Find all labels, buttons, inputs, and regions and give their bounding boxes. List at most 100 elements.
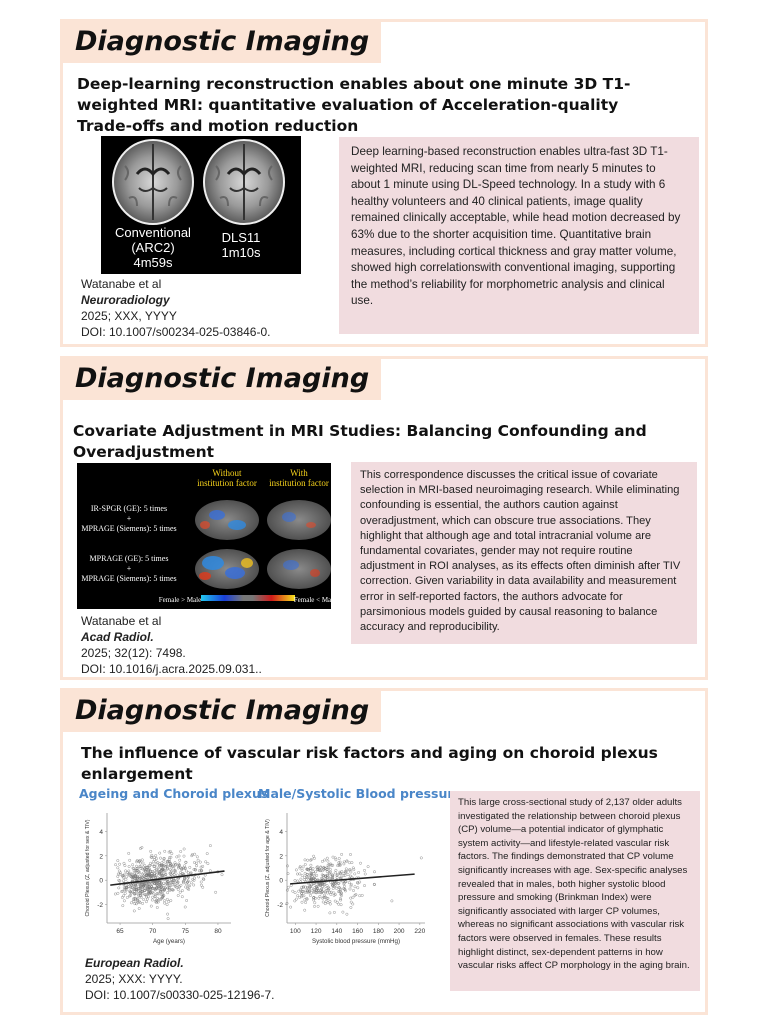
data-point bbox=[151, 870, 154, 874]
data-point bbox=[135, 899, 139, 903]
data-point bbox=[124, 877, 128, 881]
citation-issue: 2025; XXX: YYYY. bbox=[85, 972, 183, 986]
data-point bbox=[149, 870, 153, 873]
data-point bbox=[142, 898, 145, 901]
row1-label-1: IR-SPGR (GE): 5 times bbox=[91, 504, 167, 513]
data-point bbox=[298, 896, 301, 899]
article-abstract: This correspondence discusses the critic… bbox=[351, 462, 697, 644]
data-point bbox=[147, 864, 151, 868]
data-point bbox=[123, 872, 127, 876]
citation: Watanabe et al Acad Radiol. 2025; 32(12)… bbox=[81, 613, 262, 677]
data-point bbox=[286, 864, 289, 868]
data-point bbox=[326, 859, 330, 863]
data-point bbox=[220, 873, 224, 877]
data-point bbox=[144, 873, 148, 877]
data-point bbox=[325, 876, 329, 879]
data-point bbox=[188, 884, 192, 888]
data-point bbox=[300, 895, 303, 899]
data-point bbox=[202, 878, 206, 881]
data-point bbox=[339, 887, 343, 891]
data-point bbox=[150, 898, 154, 902]
data-point bbox=[319, 865, 323, 869]
data-point bbox=[325, 856, 329, 860]
data-point bbox=[154, 860, 158, 864]
data-point bbox=[303, 863, 307, 866]
data-point bbox=[352, 889, 355, 892]
citation-issue: 2025; 32(12): 7498. bbox=[81, 646, 186, 660]
data-point bbox=[197, 875, 201, 879]
data-point bbox=[337, 885, 341, 889]
data-point bbox=[173, 869, 177, 872]
data-point bbox=[337, 881, 341, 885]
citation-journal: European Radiol. bbox=[85, 956, 184, 970]
data-point bbox=[140, 890, 144, 894]
section-banner: Diagnostic Imaging bbox=[63, 22, 382, 63]
data-point bbox=[353, 885, 357, 889]
data-point bbox=[338, 871, 342, 875]
data-point bbox=[289, 905, 292, 909]
data-point bbox=[195, 861, 198, 865]
data-point bbox=[353, 872, 357, 876]
data-point bbox=[333, 884, 337, 888]
data-point bbox=[336, 882, 340, 886]
data-point bbox=[188, 866, 192, 869]
data-point bbox=[321, 877, 324, 881]
data-point bbox=[333, 871, 337, 875]
data-point bbox=[328, 890, 332, 894]
data-point bbox=[347, 881, 351, 885]
x-tick-label: 200 bbox=[394, 928, 405, 935]
data-point bbox=[162, 859, 166, 863]
data-point bbox=[137, 886, 140, 890]
data-point bbox=[114, 863, 117, 867]
data-point bbox=[303, 871, 307, 875]
data-point bbox=[329, 868, 332, 871]
data-point bbox=[331, 887, 335, 890]
data-point bbox=[310, 887, 314, 891]
data-point bbox=[314, 896, 317, 900]
data-point bbox=[313, 874, 317, 878]
data-point bbox=[331, 855, 335, 859]
citation: Watanabe et al Neuroradiology 2025; XXX,… bbox=[81, 276, 270, 340]
data-point bbox=[123, 864, 127, 867]
data-point bbox=[156, 885, 160, 889]
data-point bbox=[156, 884, 160, 888]
x-tick-label: 220 bbox=[414, 928, 425, 935]
data-point bbox=[133, 902, 137, 906]
data-point bbox=[330, 864, 334, 867]
data-point bbox=[306, 886, 309, 889]
data-point bbox=[122, 861, 126, 865]
data-point bbox=[178, 890, 182, 894]
data-point bbox=[132, 900, 136, 903]
data-point bbox=[135, 867, 139, 871]
data-point bbox=[177, 866, 180, 870]
data-point bbox=[331, 873, 335, 877]
data-point bbox=[147, 895, 150, 899]
data-point bbox=[163, 899, 166, 903]
data-point bbox=[295, 897, 298, 901]
data-point bbox=[348, 861, 352, 865]
data-point bbox=[187, 888, 191, 891]
data-point bbox=[317, 867, 321, 871]
col-label-with: With bbox=[290, 468, 308, 478]
mri-label-conventional: Conventional bbox=[115, 225, 191, 240]
data-point bbox=[143, 864, 147, 867]
article-title: Deep-learning reconstruction enables abo… bbox=[77, 75, 631, 135]
data-point bbox=[331, 863, 335, 867]
data-point bbox=[132, 874, 136, 878]
data-point bbox=[322, 896, 326, 899]
data-point bbox=[132, 898, 135, 902]
data-point bbox=[196, 858, 200, 862]
data-point bbox=[137, 907, 141, 910]
data-point bbox=[339, 872, 343, 876]
data-point bbox=[187, 871, 190, 875]
article-title: The influence of vascular risk factors a… bbox=[81, 744, 658, 783]
data-point bbox=[349, 883, 353, 886]
data-point bbox=[320, 887, 324, 891]
data-point bbox=[313, 857, 316, 860]
data-point bbox=[208, 844, 212, 847]
data-point bbox=[149, 904, 153, 908]
data-point bbox=[307, 868, 310, 872]
data-point bbox=[324, 890, 327, 894]
data-point bbox=[157, 892, 161, 896]
data-point bbox=[132, 867, 136, 870]
